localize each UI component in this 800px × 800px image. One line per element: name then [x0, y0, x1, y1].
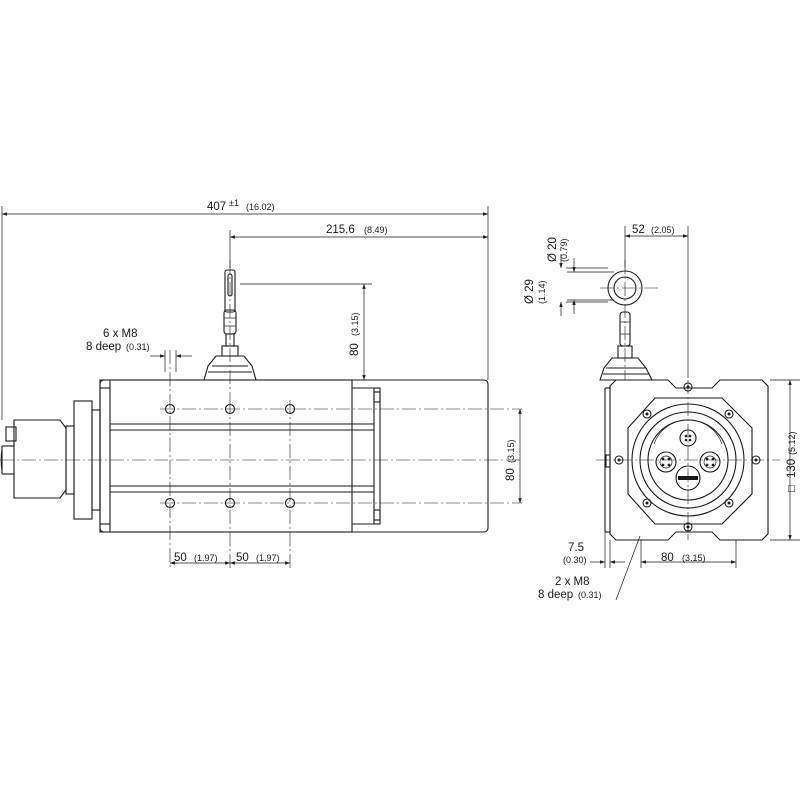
ring-dia-value: Ø 20 — [547, 237, 559, 262]
thread-callout-line1: 6 x M8 — [103, 328, 138, 340]
eyelet — [599, 270, 653, 381]
length-to-end-inch: (8.49) — [364, 225, 388, 235]
length-to-end-value: 215.6 — [326, 224, 355, 236]
offset-inch: (2.05) — [651, 225, 675, 235]
hole-pitch-2-value: 50 — [236, 552, 249, 564]
front-thread-line2: 8 deep — [538, 589, 573, 601]
overall-length-tol: ±1 — [229, 198, 239, 208]
front-center-lines — [596, 260, 780, 540]
inner-housing — [627, 397, 753, 525]
eyelet-height-inch: (3.15) — [350, 312, 360, 336]
front-thread-line1: 2 x M8 — [555, 576, 590, 588]
square-symbol: □ — [786, 485, 798, 492]
hole-pitch-2-inch: (1.97) — [256, 553, 280, 563]
front-thread-inch: (0.31) — [578, 590, 602, 600]
ring-outer-value: Ø 29 — [524, 279, 536, 304]
front-view: 52 (2.05) Ø 20 (0.79) Ø 29 (1.14) □ 130 … — [524, 224, 800, 601]
side-view: 407 ±1 (16.02) 215.6 (8.49) 80 (3.15) 6 … — [0, 198, 522, 570]
ring-dia-inch: (0.79) — [559, 238, 569, 262]
overall-length-inch: (16.02) — [246, 202, 275, 212]
side-dimension-lines — [2, 212, 522, 565]
square-value: 130 — [786, 459, 798, 478]
extension-lines — [1, 206, 489, 420]
thread-callout-inch: (0.31) — [126, 342, 150, 352]
overall-length-value: 407 — [207, 201, 226, 213]
hole-pitch-1-inch: (1.97) — [194, 553, 218, 563]
corner-screws — [614, 382, 761, 532]
thread-callout-line2: 8 deep — [86, 341, 121, 353]
edge-offset-inch: (0.30) — [563, 555, 587, 565]
flange-plate — [609, 379, 769, 541]
edge-offset-value: 7.5 — [568, 542, 584, 554]
center-lines — [0, 260, 522, 570]
front-extension-lines — [566, 226, 800, 568]
hole-spacing-value: 80 — [661, 552, 674, 564]
square-inch: (5.12) — [787, 431, 797, 455]
housing — [99, 379, 489, 533]
eyelet-height-value: 80 — [349, 343, 361, 356]
ring-outer-inch: (1.14) — [537, 280, 547, 304]
offset-value: 52 — [632, 224, 645, 236]
body-height-inch: (3.15) — [506, 439, 516, 463]
hole-spacing-inch: (3.15) — [682, 553, 706, 563]
hole-pitch-1-value: 50 — [174, 552, 187, 564]
body-height-value: 80 — [505, 468, 517, 481]
front-dimension-lines — [559, 234, 792, 601]
